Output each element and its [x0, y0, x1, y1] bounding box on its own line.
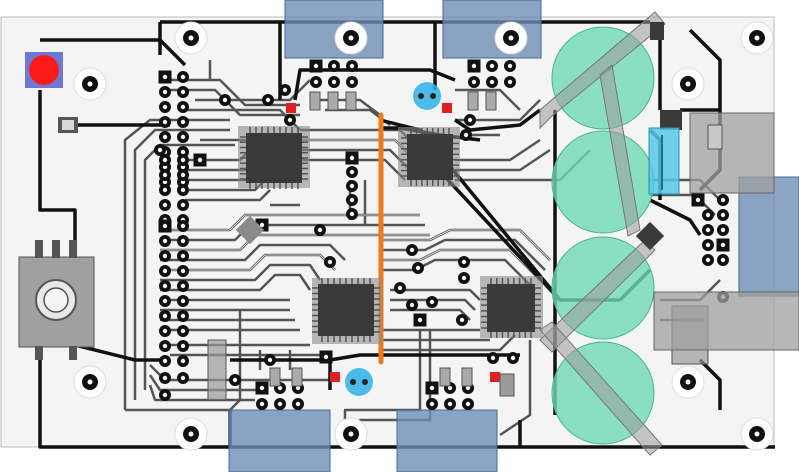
mounting-hole-icon	[73, 67, 107, 101]
mounting-hole-icon	[174, 417, 208, 451]
pin-header-icon	[154, 59, 730, 410]
connector-icon	[284, 0, 384, 59]
mounting-holes	[73, 21, 774, 451]
mounting-hole-icon	[494, 21, 528, 55]
connector-icon	[396, 409, 498, 472]
mounting-hole-icon	[671, 67, 705, 101]
connector-icon	[228, 409, 331, 472]
mounting-hole-icon	[334, 417, 368, 451]
capacitor-icon	[648, 127, 680, 195]
led-icon	[413, 82, 441, 110]
mounting-hole-icon	[174, 21, 208, 55]
led-icon	[345, 368, 373, 396]
mounting-hole-icon	[73, 365, 107, 399]
connector-icon	[738, 176, 799, 297]
chip-icon	[487, 284, 535, 332]
chip-icon	[318, 284, 374, 336]
chip-pins	[240, 127, 541, 342]
mounting-hole-icon	[740, 417, 774, 451]
chip-icon	[246, 133, 302, 183]
capacitor-icon	[551, 130, 655, 234]
chips	[238, 126, 543, 344]
led-icon	[29, 55, 59, 85]
right-side-components	[648, 112, 799, 351]
mounting-hole-icon	[671, 365, 705, 399]
capacitor-leads	[539, 11, 666, 456]
blue-leds	[345, 82, 441, 396]
chip-icon	[407, 134, 453, 180]
mounting-hole-icon	[334, 21, 368, 55]
mounting-hole-icon	[740, 21, 774, 55]
connectors	[228, 0, 799, 472]
connector-icon	[442, 0, 542, 59]
left-side-components	[18, 52, 95, 360]
